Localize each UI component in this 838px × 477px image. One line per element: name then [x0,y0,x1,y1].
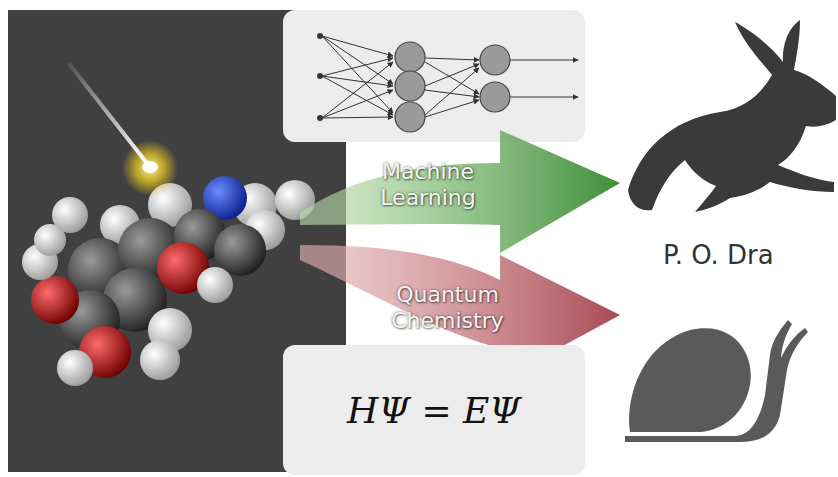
equation: HΨ = EΨ [347,390,521,431]
neural-network-icon [283,10,585,142]
molecule-model [22,176,315,386]
author-label: P. O. Dra [663,240,774,270]
probe-tip [70,65,178,196]
arrow-label: Machine Learning [353,159,503,211]
rabbit-silhouette [628,20,836,212]
flow-arrow: Machine Learning [295,125,627,260]
arrow-label: Quantum Chemistry [365,282,530,334]
equation-box: HΨ = EΨ [283,345,585,475]
snail-silhouette [625,320,808,442]
